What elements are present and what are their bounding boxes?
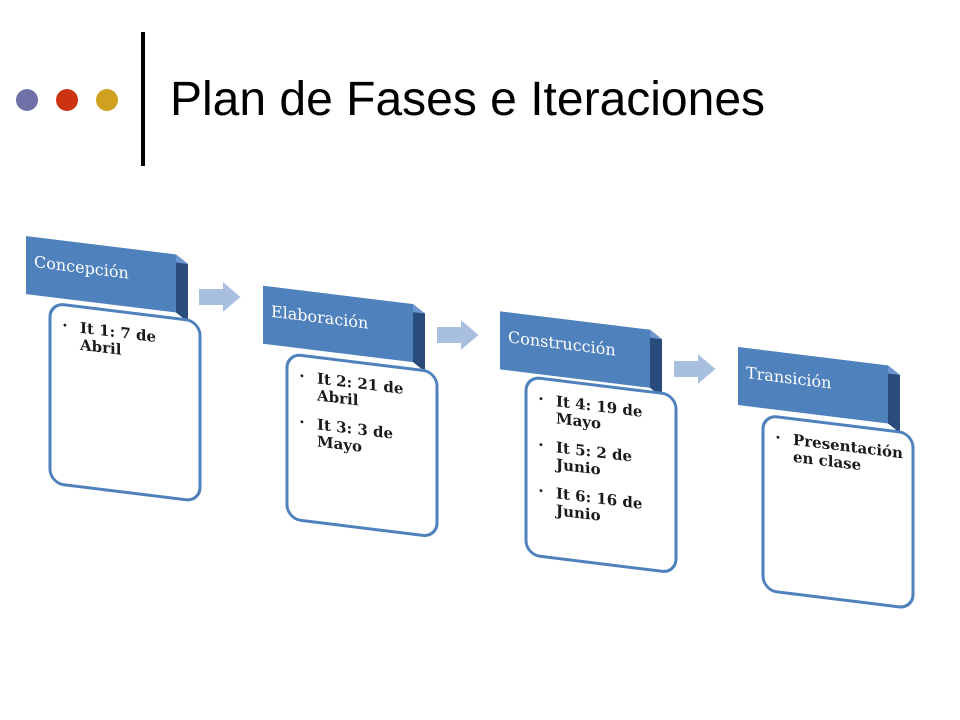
phase-header-side [888, 365, 900, 433]
item-text: Mayo [317, 432, 362, 455]
phase-header-side [413, 304, 425, 372]
item-text: Abril [79, 336, 122, 359]
item-bullet: • [299, 417, 305, 429]
phase-header [738, 347, 888, 424]
slide-title: Plan de Fases e Iteraciones [170, 73, 766, 126]
item-bullet: • [299, 371, 305, 383]
title-divider [141, 32, 145, 166]
phase-arrow-icon [672, 349, 719, 389]
phase-arrow-icon [435, 315, 482, 355]
item-text: Junio [554, 455, 601, 479]
phase-box [285, 353, 439, 537]
phase-header [26, 236, 176, 313]
phase-diagram: Concepción•It 1: 7 deAbrilElaboración•It… [26, 236, 915, 609]
phase-box [48, 303, 202, 502]
item-text: Abril [316, 386, 359, 409]
phase-box [524, 376, 678, 573]
phase-header [500, 311, 650, 388]
item-bullet: • [538, 486, 544, 498]
item-bullet: • [62, 321, 68, 333]
phase-header-side [176, 254, 188, 322]
item-bullet: • [538, 440, 544, 452]
item-bullet: • [775, 433, 781, 445]
red-dot-icon [56, 89, 78, 111]
phase-box [761, 415, 915, 609]
purple-dot-icon [16, 89, 38, 111]
item-text: Mayo [556, 409, 601, 432]
item-text: Junio [554, 501, 601, 525]
phase-header-side [650, 329, 662, 398]
item-bullet: • [538, 394, 544, 406]
gold-dot-icon [96, 89, 118, 111]
phase-header [263, 285, 413, 363]
slide-header: Plan de Fases e Iteraciones [0, 0, 960, 180]
phase-arrow-icon [197, 277, 244, 317]
